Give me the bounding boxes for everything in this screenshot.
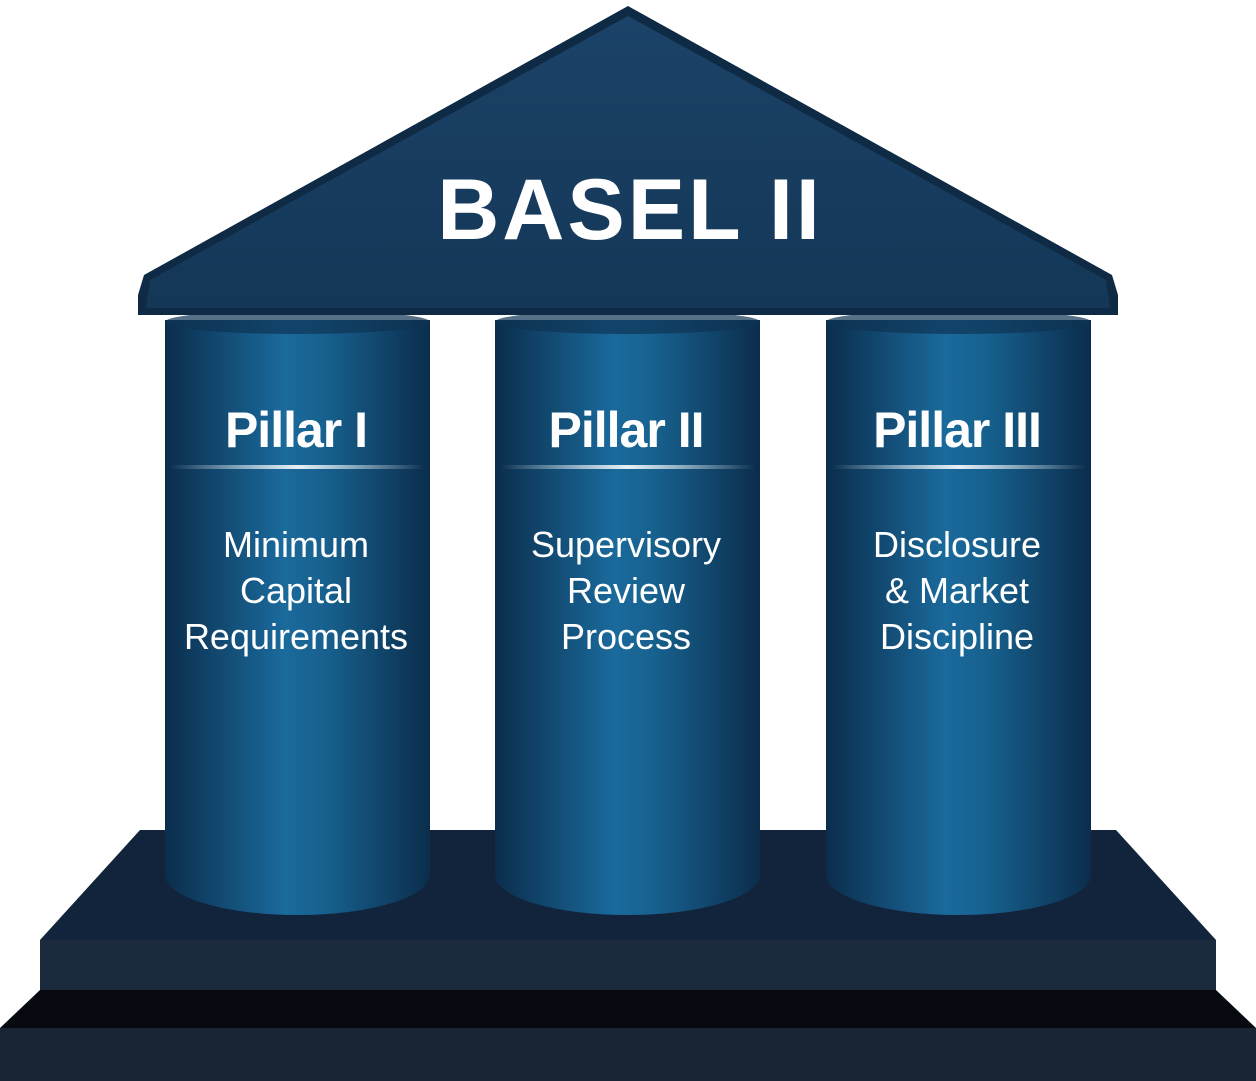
diagram-title: BASEL II (437, 161, 823, 258)
pillar-1-line-3: Requirements (183, 616, 409, 657)
pillar-3-line-2: & Market (884, 570, 1030, 611)
column-2 (495, 310, 760, 915)
pillar-3-line-1: Disclosure (872, 524, 1042, 565)
pillar-3-line-3: Discipline (879, 616, 1035, 657)
pillar-2-name: Pillar II (548, 402, 705, 458)
pillar-2-line-2: Review (566, 570, 686, 611)
pillar-3-name: Pillar III (873, 402, 1042, 458)
pillar-1-line-2: Capital (239, 570, 353, 611)
column-1 (165, 310, 430, 915)
temple-base (0, 990, 1256, 1081)
pillar-2-line-3: Process (560, 616, 692, 657)
pillar-1-line-1: Minimum (222, 524, 369, 565)
pillar-2-line-1: Supervisory (530, 524, 722, 565)
column-3 (826, 310, 1091, 915)
pillar-3-description: Disclosure & Market Discipline (806, 522, 1108, 660)
temple-roof (138, 6, 1118, 315)
pillar-1-name: Pillar I (224, 402, 368, 458)
pillar-2-description: Supervisory Review Process (475, 522, 777, 660)
pillar-1-description: Minimum Capital Requirements (145, 522, 447, 660)
